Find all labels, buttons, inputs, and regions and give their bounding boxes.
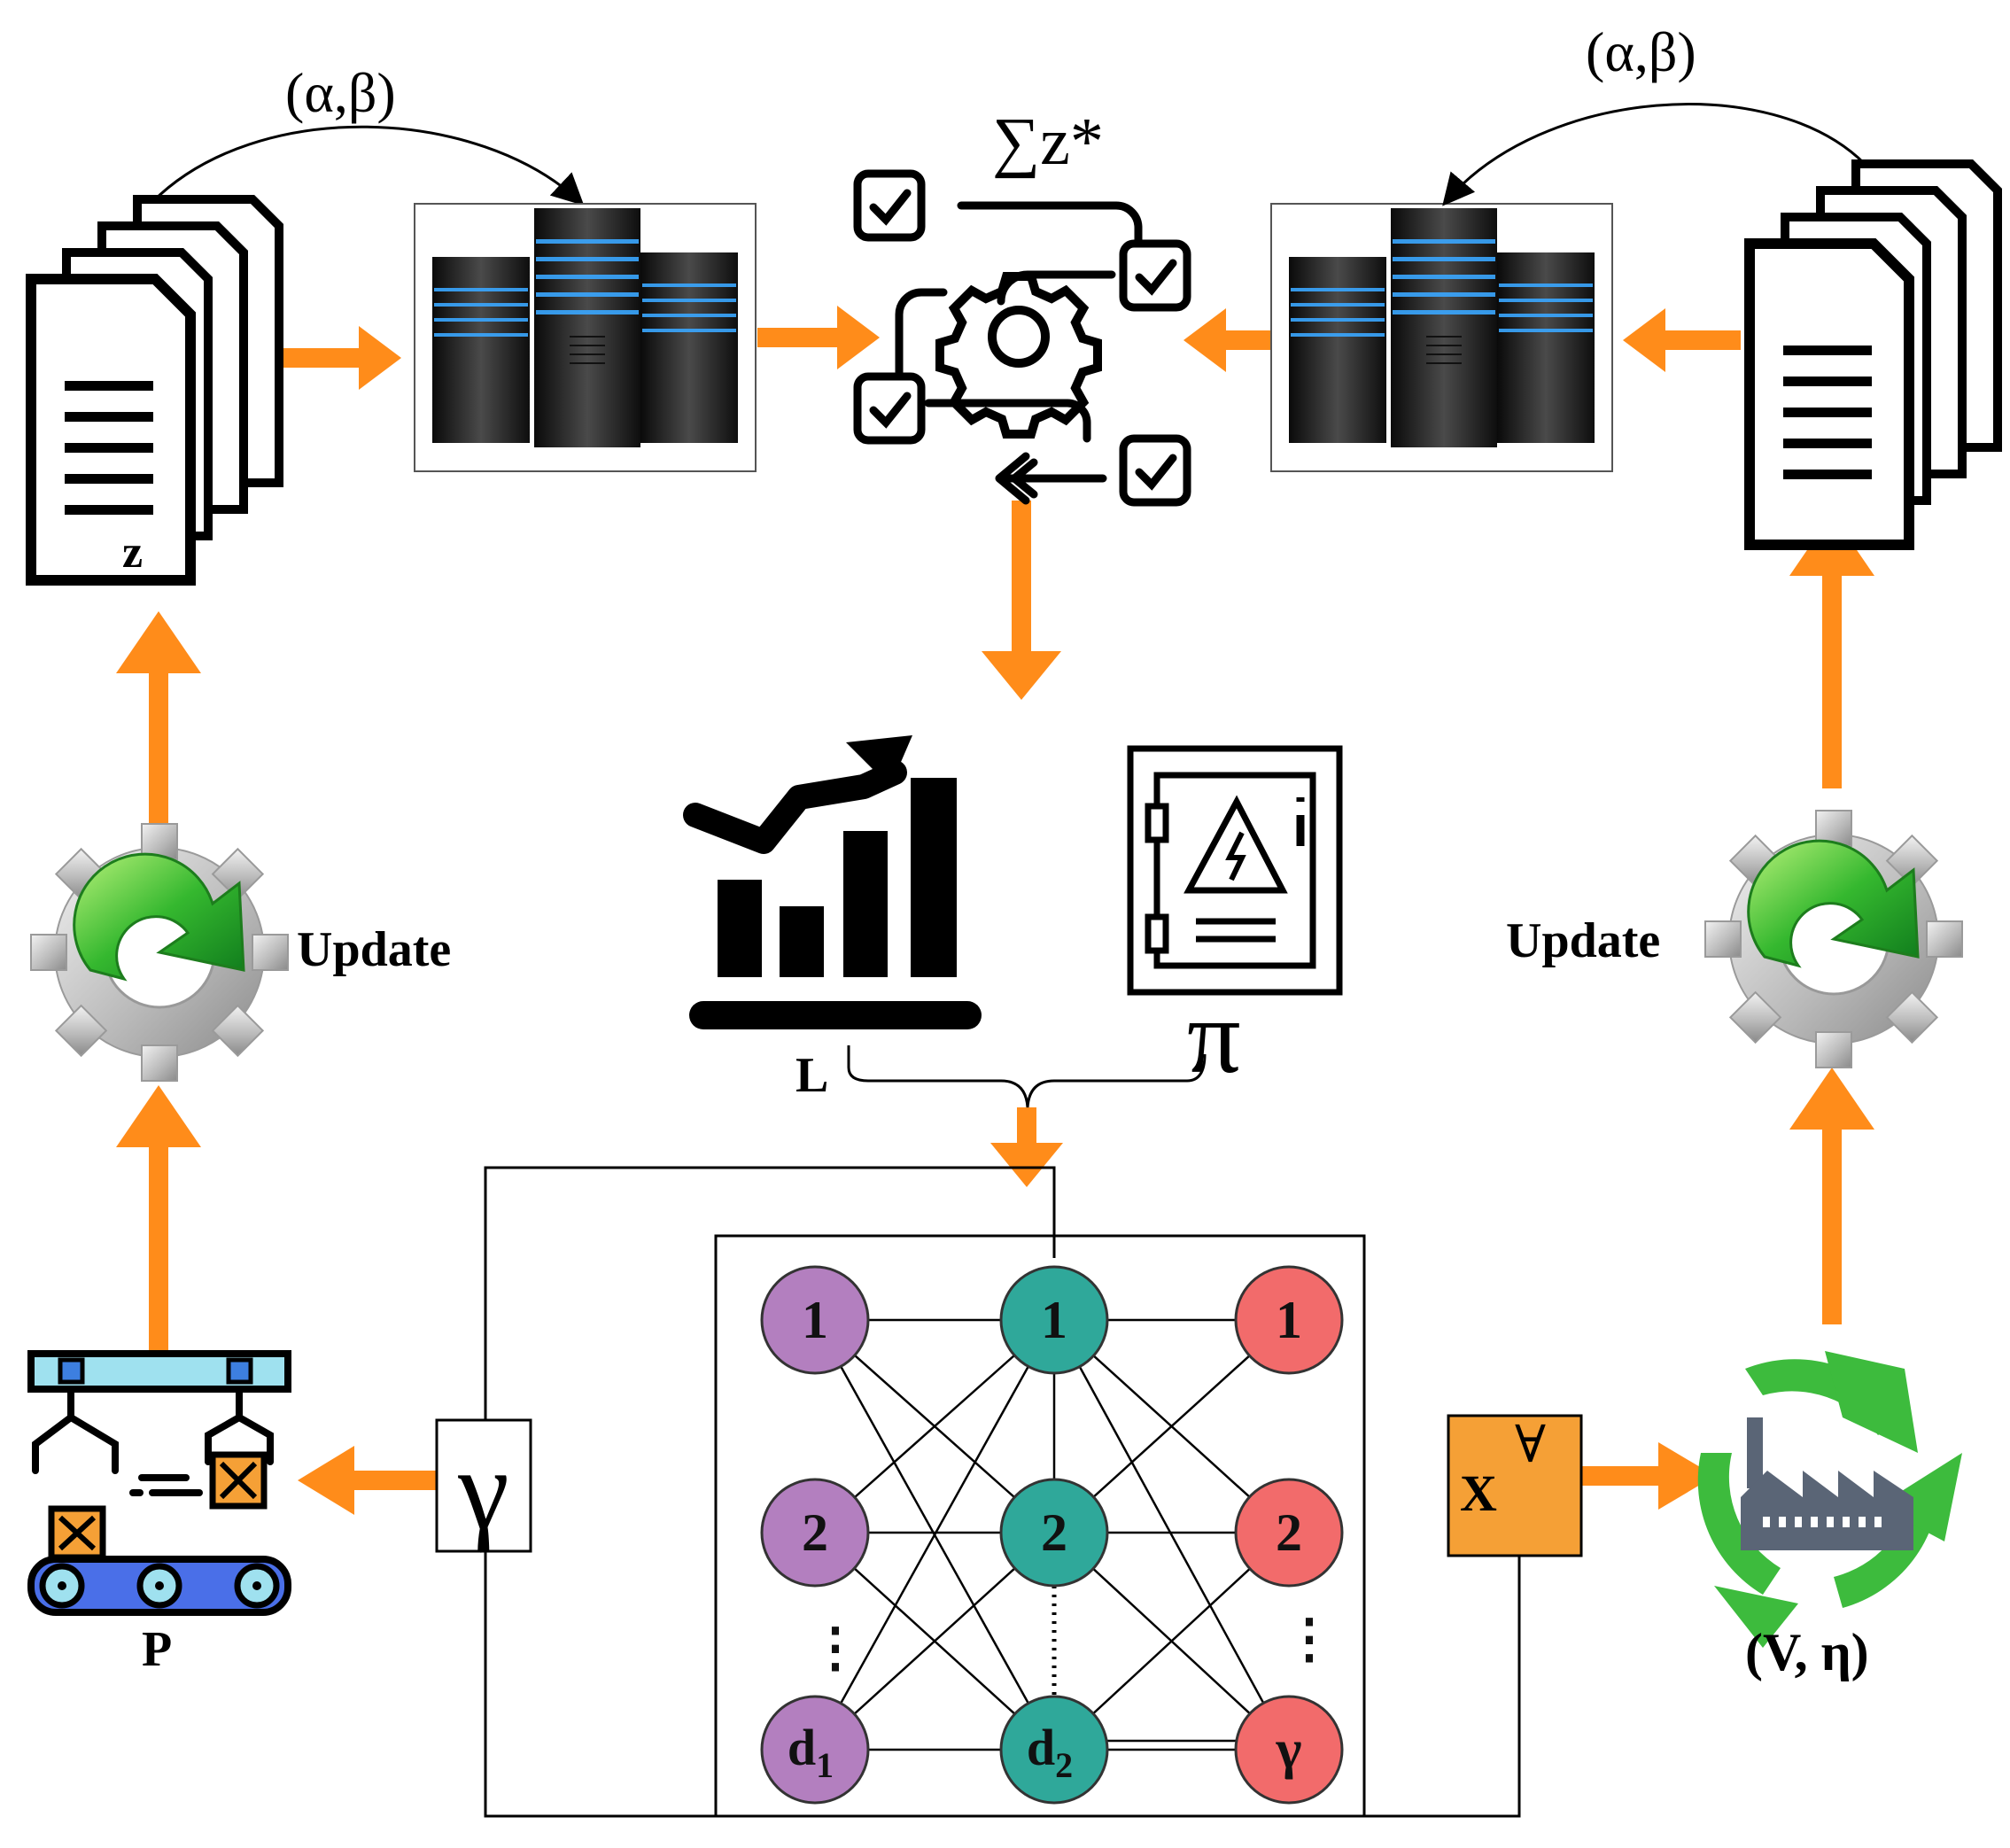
svg-text:X: X [1460,1464,1497,1522]
document-stack-icon-right [1750,164,1998,545]
svg-text:γ: γ [457,1426,508,1554]
workflow-checklist-icon: ∑z* [858,105,1187,502]
electrical-panel-icon [1127,745,1343,996]
label-z: z [122,527,143,578]
hidden-node-2: 2 [999,1478,1109,1588]
curved-arrow-right [1442,103,1866,206]
label-update-left: Update [297,922,451,977]
svg-text:d2: d2 [1027,1719,1073,1785]
bar-chart-growth-icon [683,735,982,1029]
svg-text:1: 1 [1041,1291,1067,1349]
flow-arrows [116,306,1874,1515]
input-node-d1: d1 [760,1695,870,1805]
document-stack-icon-left [31,199,279,580]
label-update-right: Update [1506,913,1660,968]
svg-text:2: 2 [1041,1503,1067,1562]
x-forall-box: X ∀ [1447,1414,1583,1557]
svg-text:γ: γ [1275,1720,1301,1780]
input-node-2: 2 [760,1478,870,1588]
label-alpha-beta-right: (α,β) [1586,20,1696,83]
output-node-1: 1 [1234,1265,1344,1375]
curved-arrow-left [151,125,585,206]
svg-text:∀: ∀ [1515,1416,1546,1473]
label-pi: π [1187,977,1241,1095]
dots-input: ⋮ [809,1619,862,1677]
gamma-box: γ [435,1418,532,1554]
hidden-node-d2: d2 [999,1695,1109,1805]
svg-text:1: 1 [802,1291,828,1349]
label-P: P [142,1622,172,1677]
brace-connector [847,1045,1207,1108]
output-node-gamma: γ [1234,1695,1344,1805]
connector-lines [484,1166,1521,1818]
label-sum-z-star: ∑z* [992,105,1104,179]
dots-output: ⋮ [1283,1610,1336,1668]
label-v-eta: (V, η) [1745,1623,1869,1681]
recycling-factory-icon [1697,1351,1962,1648]
svg-text:2: 2 [1276,1503,1302,1562]
svg-text:2: 2 [802,1503,828,1562]
neural-network: ⋮ ⋮ 1 2 d1 1 2 d2 1 [760,1265,1344,1805]
update-gear-icon-right [1703,809,1964,1069]
server-icon-left [414,203,757,472]
hidden-node-1: 1 [999,1265,1109,1375]
input-node-1: 1 [760,1265,870,1375]
label-L: L [795,1048,828,1103]
robotic-conveyor-icon [27,1350,291,1616]
svg-text:d1: d1 [788,1719,834,1785]
server-icon-right [1270,203,1613,472]
label-alpha-beta-left: (α,β) [285,61,396,124]
svg-text:1: 1 [1276,1291,1302,1349]
update-gear-icon-left [29,822,290,1083]
output-node-2: 2 [1234,1478,1344,1588]
